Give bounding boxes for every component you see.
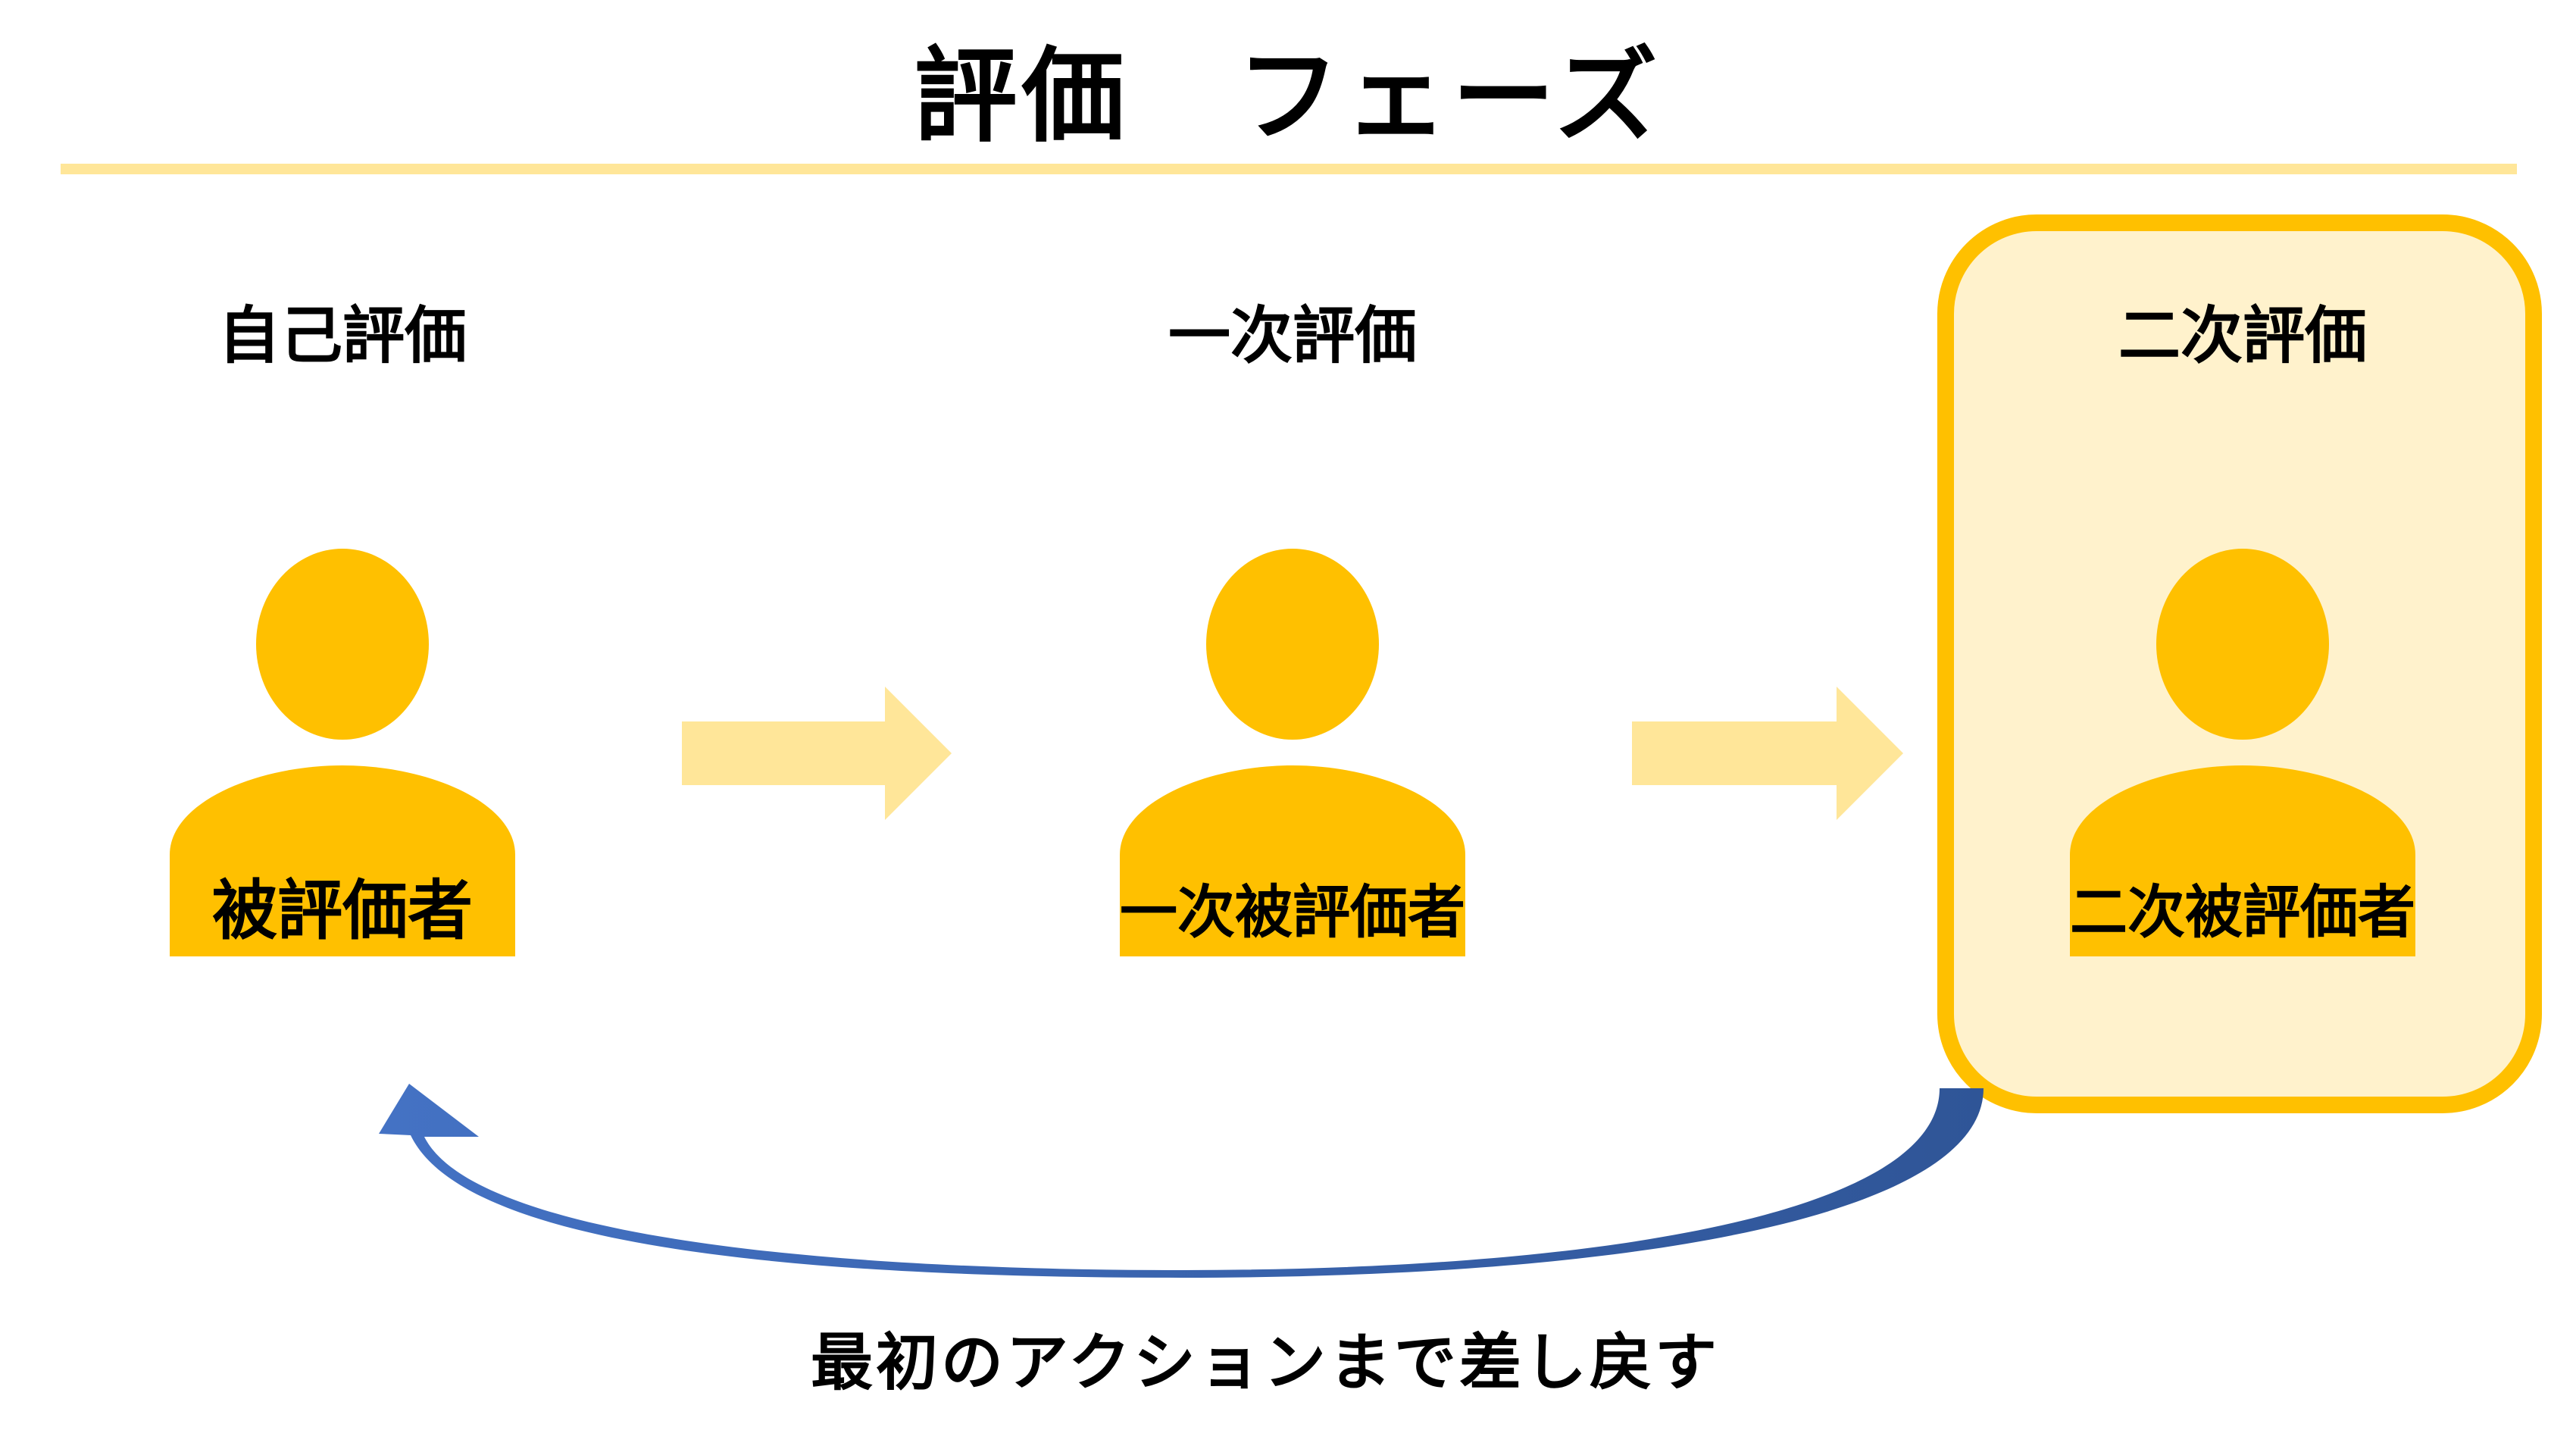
stage-label-self: 自己評価	[217, 299, 467, 372]
return-arrow-label: 最初のアクションまで差し戻す	[811, 1326, 1720, 1399]
stage-label-first: 一次評価	[1168, 299, 1417, 372]
title-divider	[61, 164, 2517, 174]
curved-return-arrow-icon	[379, 1084, 1984, 1278]
right-arrow-icon	[1632, 687, 1903, 820]
person-icon	[1120, 549, 1465, 956]
page-title: 評価 フェーズ	[914, 36, 1662, 157]
person-icon	[170, 549, 515, 956]
person-icon	[2070, 549, 2415, 956]
person-label-second: 二次被評価者	[2070, 878, 2415, 946]
stage-label-second: 二次評価	[2118, 299, 2367, 372]
person-label-self: 被評価者	[212, 872, 473, 949]
person-label-first: 一次被評価者	[1120, 878, 1465, 946]
right-arrow-icon	[682, 687, 952, 820]
